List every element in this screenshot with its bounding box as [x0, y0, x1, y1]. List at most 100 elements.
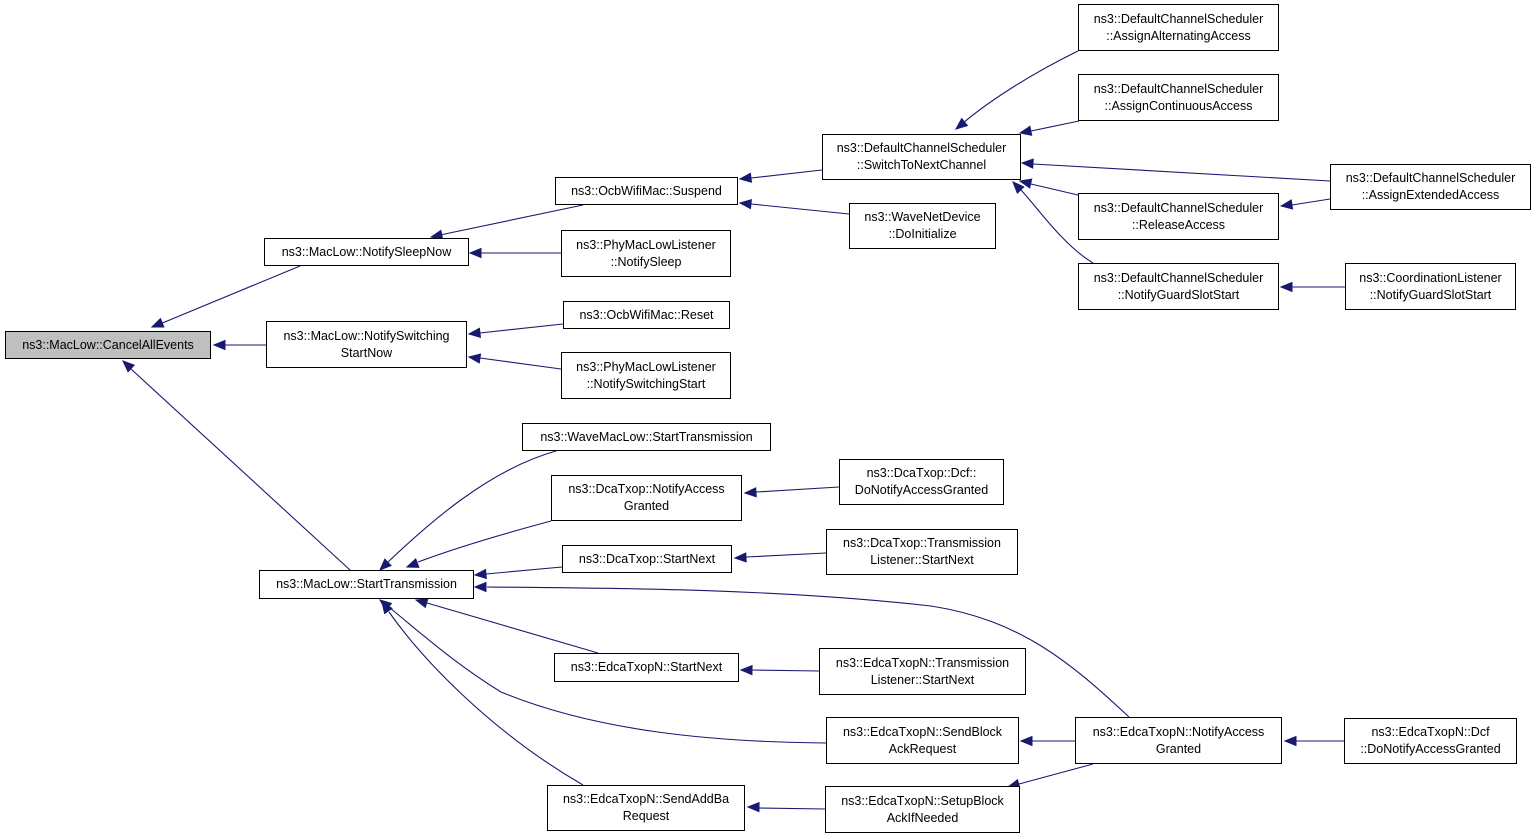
node-dcs-switch-to-next-channel-line-1: ns3::DefaultChannelScheduler: [836, 141, 1007, 155]
node-dcs-notify-guard-slot[interactable]: ns3::DefaultChannelScheduler ::NotifyGua…: [1078, 263, 1279, 310]
edge-edca-notify-access-granted-to-edca-setup-block-ack: [1006, 763, 1094, 790]
edge-line: [486, 586, 1130, 718]
node-edca-setup-block-ack-line-2: AckIfNeeded: [886, 810, 959, 825]
node-edca-start-next[interactable]: ns3::EdcaTxopN::StartNext: [554, 653, 739, 682]
node-edca-send-add-ba-request-line-2: Request: [622, 809, 670, 823]
node-ocb-suspend[interactable]: ns3::OcbWifiMac::Suspend: [555, 177, 738, 205]
node-phy-notify-sleep[interactable]: ns3::PhyMacLowListener ::NotifySleep: [561, 230, 731, 277]
node-coord-notify-guard-slot-line-2: ::NotifyGuardSlotStart: [1369, 287, 1492, 302]
edge-wave-maclow-start-tx-to-start-transmission: [379, 450, 557, 571]
node-dcs-assign-continuous-line-2: ::AssignContinuousAccess: [1104, 98, 1253, 113]
edge-line: [130, 368, 351, 571]
edge-line: [750, 203, 850, 215]
node-edca-send-block-ack-request-line-1: ns3::EdcaTxopN::SendBlock: [842, 724, 1003, 739]
node-coord-notify-guard-slot-line-1: ns3::CoordinationListener: [1359, 270, 1502, 285]
edge-dca-dcf-do-notify-to-dca-notify-access-granted: [743, 486, 840, 498]
node-phy-notify-switching-start[interactable]: ns3::PhyMacLowListener ::NotifySwitching…: [561, 352, 731, 399]
edge-edca-dcf-do-notify-to-edca-notify-access-granted: [1283, 735, 1344, 747]
node-notify-switching-start-now[interactable]: ns3::MacLow::NotifySwitching StartNow: [266, 321, 467, 368]
edge-phy-notify-sleep-to-notify-sleep-now: [468, 247, 561, 259]
node-dca-tx-listener-start-next[interactable]: ns3::DcaTxop::Transmission Listener::Sta…: [826, 529, 1018, 575]
edge-line: [1291, 198, 1331, 206]
edge-line: [755, 486, 840, 493]
edge-line: [745, 552, 827, 558]
edge-start-transmission-to-root: [122, 360, 351, 571]
edge-notify-sleep-now-to-root: [150, 265, 301, 328]
node-start-transmission[interactable]: ns3::MacLow::StartTransmission: [259, 570, 474, 599]
edge-line: [1030, 120, 1080, 132]
node-dcs-notify-guard-slot-line-1: ns3::DefaultChannelScheduler: [1093, 270, 1264, 285]
edge-line: [479, 323, 564, 334]
edge-arrowhead: [473, 581, 487, 593]
node-edca-setup-block-ack-line-1: ns3::EdcaTxopN::SetupBlock: [841, 793, 1004, 808]
edge-wave-do-initialize-to-ocb-suspend: [738, 198, 850, 215]
edge-line: [1018, 763, 1094, 785]
edge-edca-notify-access-granted-to-start-transmission: [473, 581, 1130, 718]
edge-line: [758, 807, 826, 810]
edge-arrowhead: [467, 327, 481, 338]
edge-line: [389, 607, 827, 744]
node-dcs-assign-alternating[interactable]: ns3::DefaultChannelScheduler ::AssignAlt…: [1078, 4, 1279, 51]
edge-arrowhead: [468, 247, 482, 259]
node-dcs-release-access[interactable]: ns3::DefaultChannelScheduler ::ReleaseAc…: [1078, 193, 1279, 240]
node-edca-send-add-ba-request-line-1: ns3::EdcaTxopN::SendAddBa: [562, 792, 730, 806]
edge-arrowhead: [1020, 158, 1034, 169]
node-dcs-assign-alternating-line-2: ::AssignAlternatingAccess: [1106, 28, 1251, 43]
edge-line: [962, 50, 1079, 124]
node-ocb-reset-line-1: ns3::OcbWifiMac::Reset: [579, 307, 714, 322]
node-start-transmission-line-1: ns3::MacLow::StartTransmission: [276, 577, 457, 591]
edge-notify-switching-start-now-to-root: [212, 339, 266, 351]
edge-arrowhead: [212, 339, 226, 351]
node-edca-send-block-ack-request[interactable]: ns3::EdcaTxopN::SendBlock AckRequest: [826, 717, 1019, 764]
node-edca-notify-access-granted-line-1: ns3::EdcaTxopN::NotifyAccess: [1092, 724, 1265, 739]
node-phy-notify-sleep-line-1: ns3::PhyMacLowListener: [576, 237, 716, 252]
node-dca-dcf-do-notify[interactable]: ns3::DcaTxop::Dcf:: DoNotifyAccessGrante…: [839, 459, 1004, 505]
node-dcs-assign-extended[interactable]: ns3::DefaultChannelScheduler ::AssignExt…: [1330, 164, 1531, 210]
node-dcs-release-access-line-2: ::ReleaseAccess: [1131, 217, 1226, 232]
edge-ocb-suspend-to-notify-sleep-now: [429, 204, 584, 240]
edge-arrowhead: [954, 117, 969, 130]
node-coord-notify-guard-slot[interactable]: ns3::CoordinationListener ::NotifyGuardS…: [1345, 263, 1516, 310]
edge-arrowhead: [122, 360, 136, 373]
node-dcs-switch-to-next-channel-line-2: ::SwitchToNextChannel: [856, 158, 987, 172]
node-dca-start-next-line-1: ns3::DcaTxop::StartNext: [578, 551, 716, 566]
edge-arrowhead: [746, 801, 760, 813]
edge-dcs-assign-continuous-to-dcs-switch-to-next-channel: [1018, 120, 1080, 136]
edge-ocb-reset-to-notify-switching-start-now: [467, 323, 564, 338]
node-edca-dcf-do-notify[interactable]: ns3::EdcaTxopN::Dcf ::DoNotifyAccessGran…: [1344, 718, 1517, 764]
edge-arrowhead: [1283, 735, 1297, 747]
node-wave-do-initialize[interactable]: ns3::WaveNetDevice ::DoInitialize: [849, 203, 996, 249]
node-notify-sleep-now[interactable]: ns3::MacLow::NotifySleepNow: [264, 238, 469, 266]
edge-dcs-notify-guard-slot-to-dcs-switch-to-next-channel: [1012, 181, 1094, 264]
edge-edca-send-add-ba-request-to-start-transmission: [381, 600, 584, 786]
edge-arrowhead: [738, 198, 752, 210]
edge-dca-tx-listener-start-next-to-dca-start-next: [733, 552, 827, 563]
edge-arrowhead: [739, 664, 753, 676]
node-ocb-reset[interactable]: ns3::OcbWifiMac::Reset: [563, 301, 730, 329]
node-dcs-switch-to-next-channel[interactable]: ns3::DefaultChannelScheduler ::SwitchToN…: [822, 134, 1021, 180]
edge-arrowhead: [733, 552, 747, 563]
edge-line: [387, 450, 557, 563]
node-edca-send-block-ack-request-line-2: AckRequest: [888, 741, 957, 756]
edge-arrowhead: [467, 353, 482, 364]
edge-arrowhead: [1279, 281, 1293, 293]
node-edca-start-next-line-1: ns3::EdcaTxopN::StartNext: [570, 660, 723, 674]
node-edca-send-add-ba-request[interactable]: ns3::EdcaTxopN::SendAddBa Request: [547, 785, 745, 831]
edge-line: [159, 265, 301, 325]
node-edca-notify-access-granted[interactable]: ns3::EdcaTxopN::NotifyAccess Granted: [1075, 717, 1282, 764]
node-edca-setup-block-ack[interactable]: ns3::EdcaTxopN::SetupBlock AckIfNeeded: [825, 786, 1020, 833]
node-wave-maclow-start-tx[interactable]: ns3::WaveMacLow::StartTransmission: [522, 423, 771, 451]
node-wave-do-initialize-line-2: ::DoInitialize: [888, 227, 957, 241]
node-edca-dcf-do-notify-line-1: ns3::EdcaTxopN::Dcf: [1371, 725, 1490, 739]
edge-dcs-switch-to-next-channel-to-ocb-suspend: [738, 169, 823, 183]
edge-dcs-assign-alternating-to-dcs-switch-to-next-channel: [954, 50, 1079, 130]
node-ocb-suspend-line-1: ns3::OcbWifiMac::Suspend: [571, 183, 722, 198]
node-dcs-assign-continuous[interactable]: ns3::DefaultChannelScheduler ::AssignCon…: [1078, 74, 1279, 121]
node-dca-notify-access-granted[interactable]: ns3::DcaTxop::NotifyAccess Granted: [551, 475, 742, 521]
node-dcs-assign-extended-line-2: ::AssignExtendedAccess: [1361, 188, 1500, 202]
edge-edca-notify-access-granted-to-edca-send-block-ack-request: [1019, 735, 1075, 747]
node-edca-tx-listener-start-next[interactable]: ns3::EdcaTxopN::Transmission Listener::S…: [819, 648, 1026, 695]
node-dca-start-next[interactable]: ns3::DcaTxop::StartNext: [562, 545, 732, 573]
node-edca-notify-access-granted-line-2: Granted: [1155, 741, 1202, 756]
